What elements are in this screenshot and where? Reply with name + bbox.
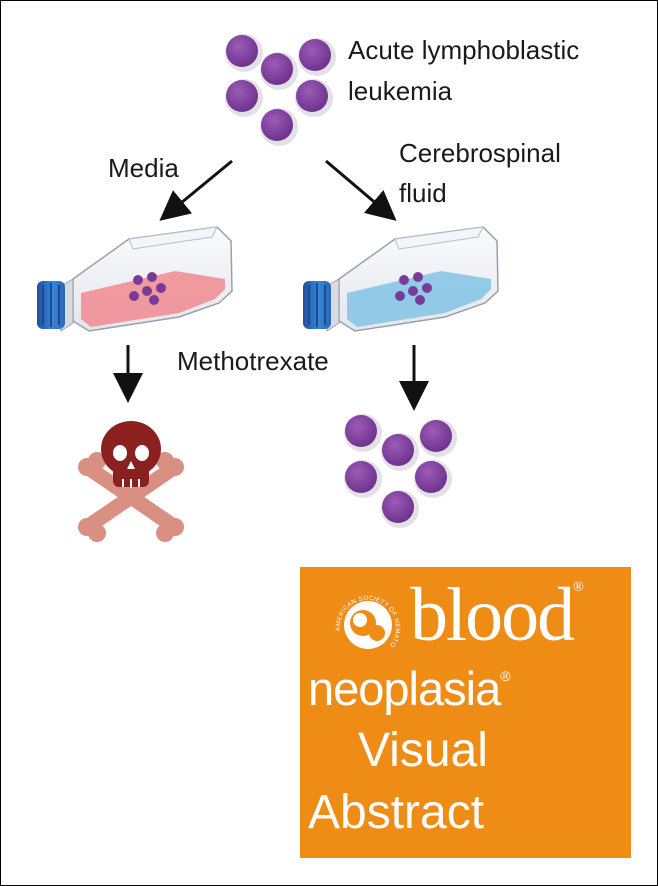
leukemia-cell <box>225 34 263 72</box>
surviving-cell <box>344 414 382 452</box>
leukemia-cell <box>295 79 333 117</box>
ash-seal-icon: AMERICAN SOCIETY OF HEMATOLOGY <box>330 587 401 649</box>
leukemia-cell <box>225 79 263 117</box>
journal-logo: AMERICAN SOCIETY OF HEMATOLOGY blood® ne… <box>300 567 631 858</box>
leukemia-cell-cluster-icon <box>225 34 336 146</box>
leukemia-cell <box>298 38 336 76</box>
cell-group-small <box>129 272 166 305</box>
media-label: Media <box>108 153 179 183</box>
culture-flask-icon <box>37 226 233 332</box>
surviving-cell <box>414 460 452 498</box>
skull-crossbones-icon <box>78 421 184 542</box>
surviving-cell <box>381 490 419 528</box>
logo-word-blood: blood® <box>410 573 584 657</box>
cells-origin-label: Acute lymphoblastic leukemia <box>348 35 586 106</box>
cell-group-small <box>395 272 432 305</box>
surviving-cell <box>419 419 457 457</box>
surviving-cell <box>381 433 419 471</box>
logo-word-neoplasia: neoplasia® <box>308 662 511 715</box>
surviving-cell <box>344 460 382 498</box>
crossbones <box>78 452 184 542</box>
surviving-cell-cluster-icon <box>344 414 457 528</box>
culture-flask-icon <box>303 226 499 332</box>
logo-word-visual: Visual <box>358 724 488 777</box>
drug-label: Methotrexate <box>177 346 329 376</box>
arrow-to-csf <box>325 159 397 221</box>
logo-word-abstract: Abstract <box>308 786 485 839</box>
leukemia-cell <box>260 108 298 146</box>
leukemia-cell <box>260 52 298 90</box>
arrow-to-media <box>159 159 233 221</box>
csf-label: Cerebrospinal fluid <box>399 138 568 208</box>
skull <box>101 421 161 487</box>
